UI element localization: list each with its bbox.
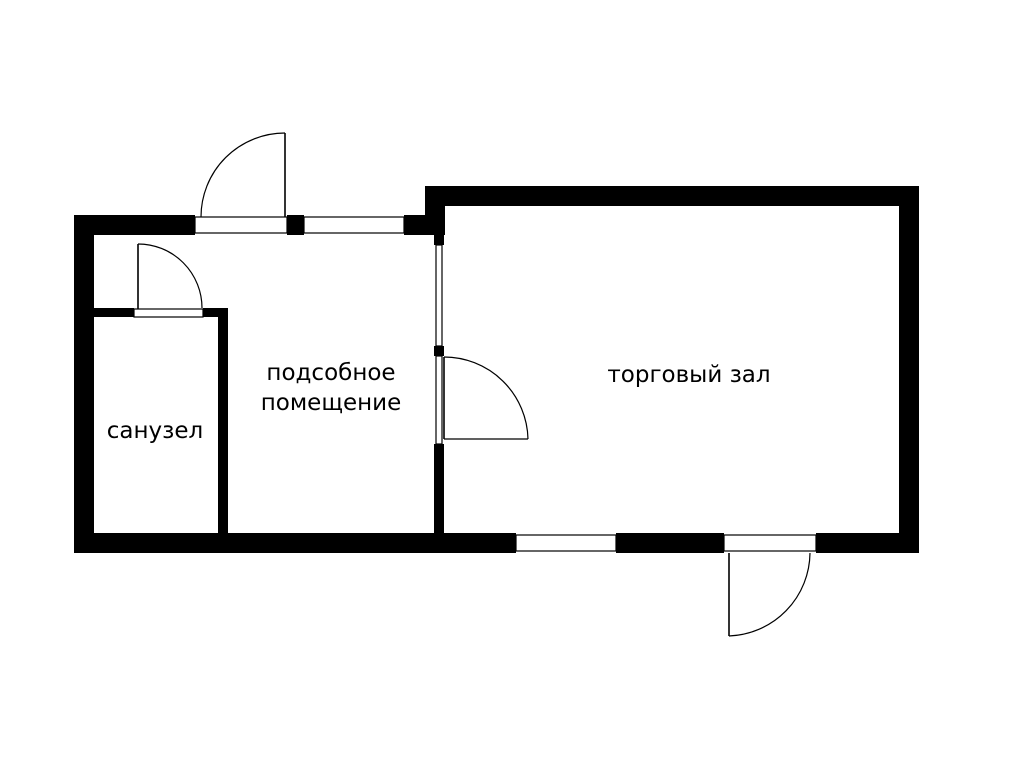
- window-partition-upper: [435, 244, 443, 347]
- room-label-sales-hall: торговый зал: [607, 362, 770, 388]
- door-top-entrance: [194, 132, 288, 234]
- walls: [74, 186, 919, 553]
- partition-bath-top-left: [94, 308, 134, 317]
- wall-bottom-right: [816, 533, 919, 553]
- door-bathroom: [133, 243, 204, 318]
- wall-left-top: [74, 215, 195, 235]
- wall-hall-right: [899, 186, 919, 553]
- wall-left-top-mid: [287, 215, 304, 235]
- windows: [303, 216, 617, 552]
- wall-left-outer: [74, 215, 94, 553]
- door-hall: [435, 355, 529, 445]
- wall-hall-top: [425, 186, 919, 206]
- window-bottom: [515, 534, 617, 552]
- partition-hall-top: [434, 235, 444, 245]
- partition-bath-side: [218, 308, 228, 534]
- door-bottom-exit: [723, 534, 817, 637]
- room-label-utility-line1: подсобное: [266, 360, 395, 386]
- doors: [133, 132, 817, 637]
- wall-bottom-left: [74, 533, 516, 553]
- window-top-left: [303, 216, 405, 234]
- partition-hall-bottom: [434, 444, 444, 534]
- wall-bottom-mid: [616, 533, 724, 553]
- partition-bath-top-right: [203, 308, 228, 317]
- room-label-utility-line2: помещение: [261, 390, 402, 416]
- partition-hall-mid: [434, 346, 444, 356]
- room-labels: торговый зал подсобное помещение санузел: [107, 360, 771, 444]
- room-label-bathroom: санузел: [107, 418, 203, 444]
- wall-hall-step: [425, 186, 445, 235]
